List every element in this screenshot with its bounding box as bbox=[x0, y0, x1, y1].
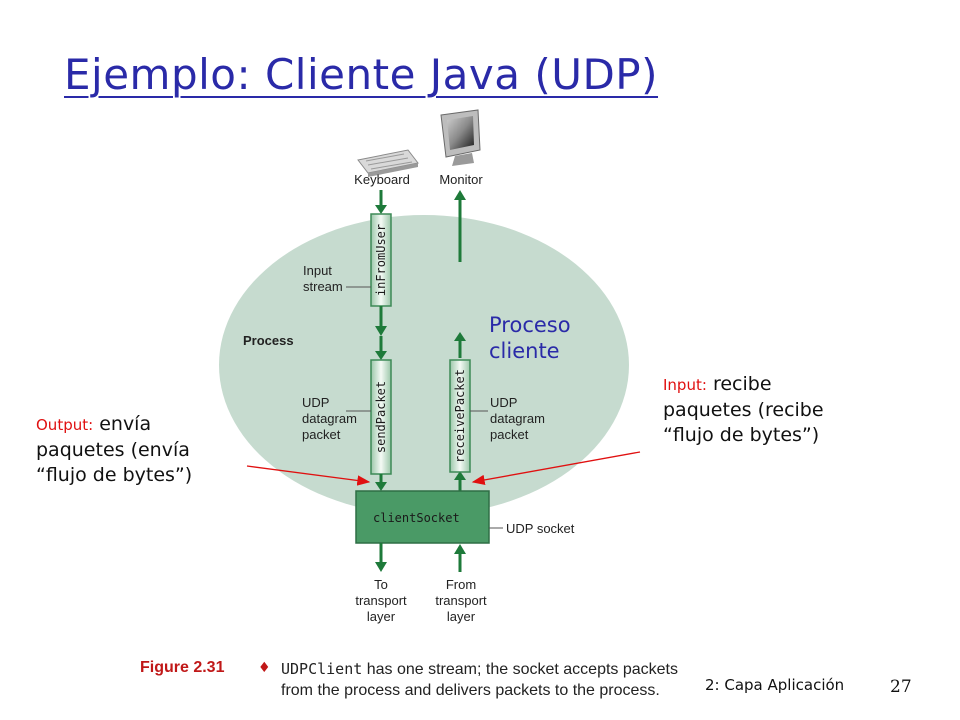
udp-packet-left-label: UDP datagram packet bbox=[302, 395, 357, 442]
figure-caption: UDPClient has one stream; the socket acc… bbox=[281, 660, 678, 699]
monitor-label: Monitor bbox=[439, 172, 483, 187]
output-annotation: Output: envía paquetes (envía “flujo de … bbox=[36, 413, 193, 486]
input-annotation-arrow bbox=[471, 451, 641, 486]
receive-packet-label: receivePacket bbox=[453, 369, 467, 463]
client-socket-box bbox=[355, 490, 490, 544]
proceso-cliente-label: Proceso cliente bbox=[489, 313, 571, 363]
in-from-user-label: inFromUser bbox=[374, 223, 388, 297]
figure-diamond-icon: ♦ bbox=[258, 660, 271, 676]
to-transport-label: To transport layer bbox=[355, 577, 407, 624]
input-stream-label: Input stream bbox=[303, 263, 343, 294]
footer-chapter: 2: Capa Aplicación bbox=[705, 676, 845, 694]
keyboard-label: Keyboard bbox=[354, 172, 410, 187]
send-packet-label: sendPacket bbox=[374, 380, 388, 454]
send-packet-tube bbox=[370, 336, 392, 491]
keyboard-icon bbox=[357, 149, 419, 177]
output-annotation-arrow bbox=[246, 465, 371, 486]
udp-packet-right-label: UDP datagram packet bbox=[490, 395, 545, 442]
client-socket-label: clientSocket bbox=[373, 511, 460, 525]
from-transport-label: From transport layer bbox=[435, 577, 487, 624]
figure-number: Figure 2.31 bbox=[140, 659, 225, 676]
receive-packet-tube bbox=[449, 332, 471, 491]
in-from-user-tube bbox=[370, 190, 392, 336]
input-annotation: Input: recibe paquetes (recibe “flujo de… bbox=[663, 373, 824, 446]
leader-lines bbox=[346, 286, 503, 529]
page-number: 27 bbox=[890, 677, 912, 697]
transport-arrows bbox=[375, 543, 466, 572]
process-label: Process bbox=[243, 333, 294, 348]
udp-socket-label: UDP socket bbox=[506, 521, 575, 536]
slide-title: Ejemplo: Cliente Java (UDP) bbox=[64, 50, 659, 99]
monitor-icon bbox=[440, 109, 481, 166]
process-ellipse bbox=[219, 215, 629, 515]
monitor-arrow bbox=[454, 190, 466, 262]
